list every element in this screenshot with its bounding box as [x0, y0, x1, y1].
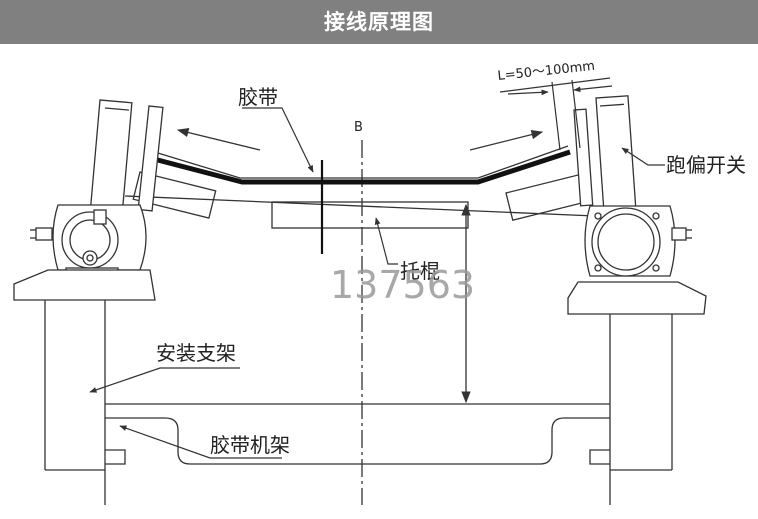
right-support-column: [609, 310, 673, 505]
idler-leader-arrow: [374, 217, 398, 265]
conveyor-frame: [105, 403, 610, 465]
l-dimension-line: [499, 77, 611, 93]
title-bar: 接线原理图: [0, 0, 758, 44]
belt-top-outline: [147, 145, 569, 179]
l-dimension-arrow-right: [573, 85, 613, 93]
left-deviation-switch: [13, 99, 164, 301]
l-dimension-tick-left: [551, 81, 561, 151]
frame-leader-arrow: [119, 425, 282, 459]
deviation-switch-label: 跑偏开关: [666, 153, 746, 177]
belt-label: 胶带: [238, 85, 278, 109]
mount-bracket-label: 安装支架: [156, 341, 236, 365]
l-dimension-arrow-left: [507, 89, 549, 96]
l-dimension-tick-right: [571, 79, 581, 149]
left-idler: [132, 171, 217, 219]
switch-leader-arrow: [621, 147, 665, 166]
page-title: 接线原理图: [324, 10, 434, 34]
idler-label: 托棍: [400, 259, 440, 283]
left-support-column: [44, 300, 106, 505]
belt-edge-arrow-right: [469, 130, 544, 151]
bracket-leader-arrow: [89, 367, 240, 393]
idler-frame-bar: [124, 195, 596, 217]
conveyor-belt: [149, 149, 571, 185]
belt-edge-arrow-left: [176, 127, 261, 151]
right-deviation-switch: [567, 95, 707, 315]
belt-leader-arrow: [242, 107, 314, 173]
belt-frame-label: 胶带机架: [210, 433, 290, 457]
watermark-text: 137563: [330, 263, 475, 307]
center-mark-label: B: [354, 120, 363, 135]
l-dimension-label: L=50～100mm: [497, 59, 596, 84]
